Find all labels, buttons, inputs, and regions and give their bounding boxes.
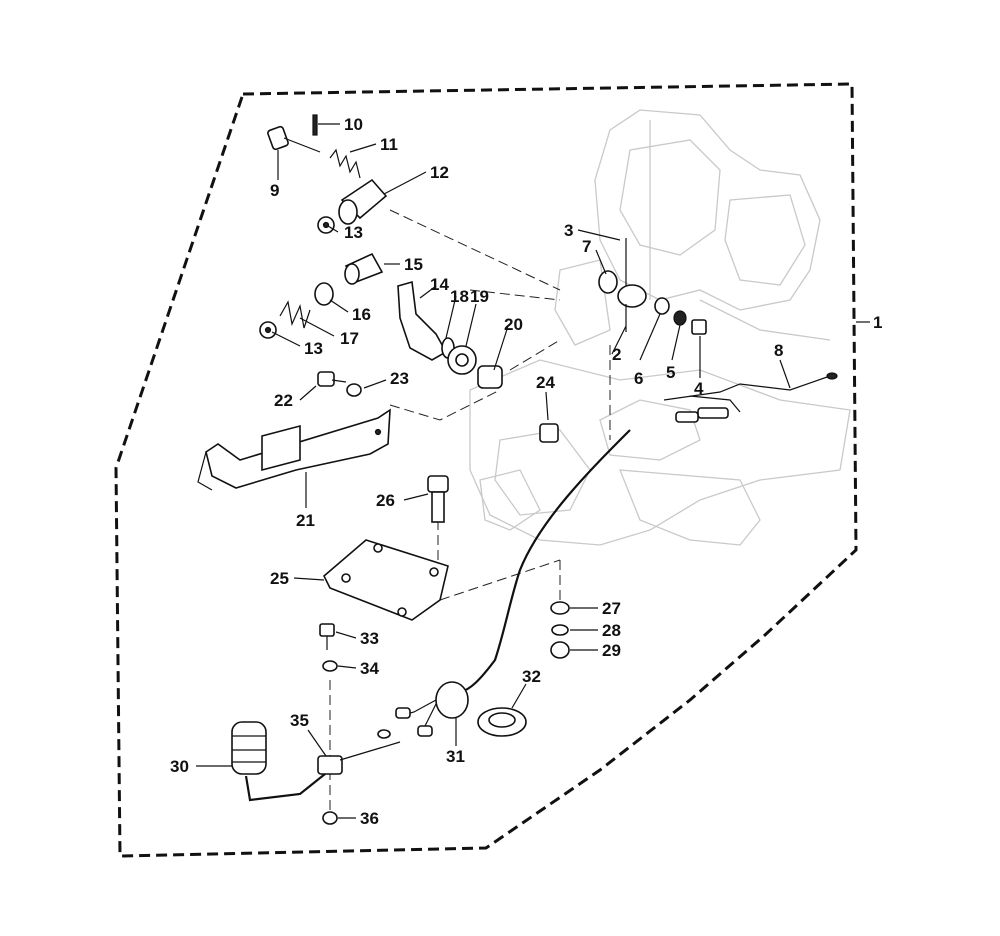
callout-31: 31	[446, 747, 465, 766]
callout-15: 15	[404, 255, 423, 274]
washer-part-5	[673, 310, 687, 326]
bushing-part-15	[344, 252, 384, 285]
callout-30: 30	[170, 757, 189, 776]
bracket-part-7	[598, 270, 618, 294]
screw-part-22	[317, 371, 347, 387]
callout-18: 18	[450, 287, 469, 306]
callout-29: 29	[602, 641, 621, 660]
callout-14: 14	[430, 275, 449, 294]
washer-part-34	[322, 660, 338, 672]
harness-cable	[459, 429, 631, 694]
callout-36: 36	[360, 809, 379, 828]
callout-9: 9	[270, 181, 279, 200]
engine-ghost-outline	[469, 109, 851, 546]
callout-11: 11	[380, 135, 398, 154]
pin-part-9	[267, 125, 321, 153]
nut-part-29	[550, 641, 570, 659]
callout-32: 32	[522, 667, 541, 686]
washer-part-13a	[317, 216, 335, 234]
cotter-pin-part-10	[312, 114, 318, 136]
callout-28: 28	[602, 621, 621, 640]
callout-4: 4	[694, 379, 704, 398]
screw-part-4	[691, 319, 707, 335]
washer-part-13b	[259, 321, 277, 339]
clip-part-2	[617, 284, 647, 332]
callout-7: 7	[582, 237, 591, 256]
sleeve-part-12	[338, 178, 388, 225]
callout-27: 27	[602, 599, 621, 618]
callout-12: 12	[430, 163, 449, 182]
callout-34: 34	[360, 659, 379, 678]
spring-part-17	[279, 300, 311, 329]
screw-part-33	[319, 623, 335, 650]
grommet-part-31	[395, 681, 469, 737]
callout-13b: 13	[304, 339, 323, 358]
clamp-part-35	[317, 729, 401, 775]
callout-23: 23	[390, 369, 409, 388]
callout-5: 5	[666, 363, 675, 382]
callout-22: 22	[274, 391, 293, 410]
callout-25: 25	[270, 569, 289, 588]
spring-part-11	[329, 148, 361, 179]
ring-part-19	[447, 345, 477, 375]
callout-3: 3	[564, 221, 573, 240]
leader-lines	[196, 123, 870, 819]
plate-part-25	[323, 539, 449, 621]
callout-2: 2	[612, 345, 621, 364]
bushing-part-20	[477, 365, 503, 389]
collar-part-16	[314, 282, 334, 306]
callout-24: 24	[536, 373, 555, 392]
callout-16: 16	[352, 305, 371, 324]
callout-26: 26	[376, 491, 395, 510]
callout-13a: 13	[344, 223, 363, 242]
callout-21: 21	[296, 511, 315, 530]
bolt-part-26	[427, 475, 449, 523]
callout-20: 20	[504, 315, 523, 334]
nut-part-36	[322, 811, 338, 825]
lockwasher-part-28	[551, 624, 569, 636]
wire-part-8	[663, 372, 838, 423]
kit-group-border	[114, 82, 858, 858]
nut-part-24	[539, 423, 559, 443]
callout-17: 17	[340, 329, 359, 348]
bracket-part-21	[197, 408, 391, 491]
switch-part-30	[231, 721, 331, 802]
callout-8: 8	[774, 341, 783, 360]
callout-6: 6	[634, 369, 643, 388]
washer-part-27	[550, 601, 570, 615]
callout-1: 1	[873, 313, 882, 332]
washer-part-23	[346, 383, 362, 397]
grommet-part-32	[477, 707, 527, 737]
callout-33: 33	[360, 629, 379, 648]
assembly-guide-lines	[329, 209, 611, 820]
washer-part-6	[654, 297, 670, 315]
callout-19: 19	[470, 287, 489, 306]
callout-10: 10	[344, 115, 363, 134]
callout-35: 35	[290, 711, 309, 730]
